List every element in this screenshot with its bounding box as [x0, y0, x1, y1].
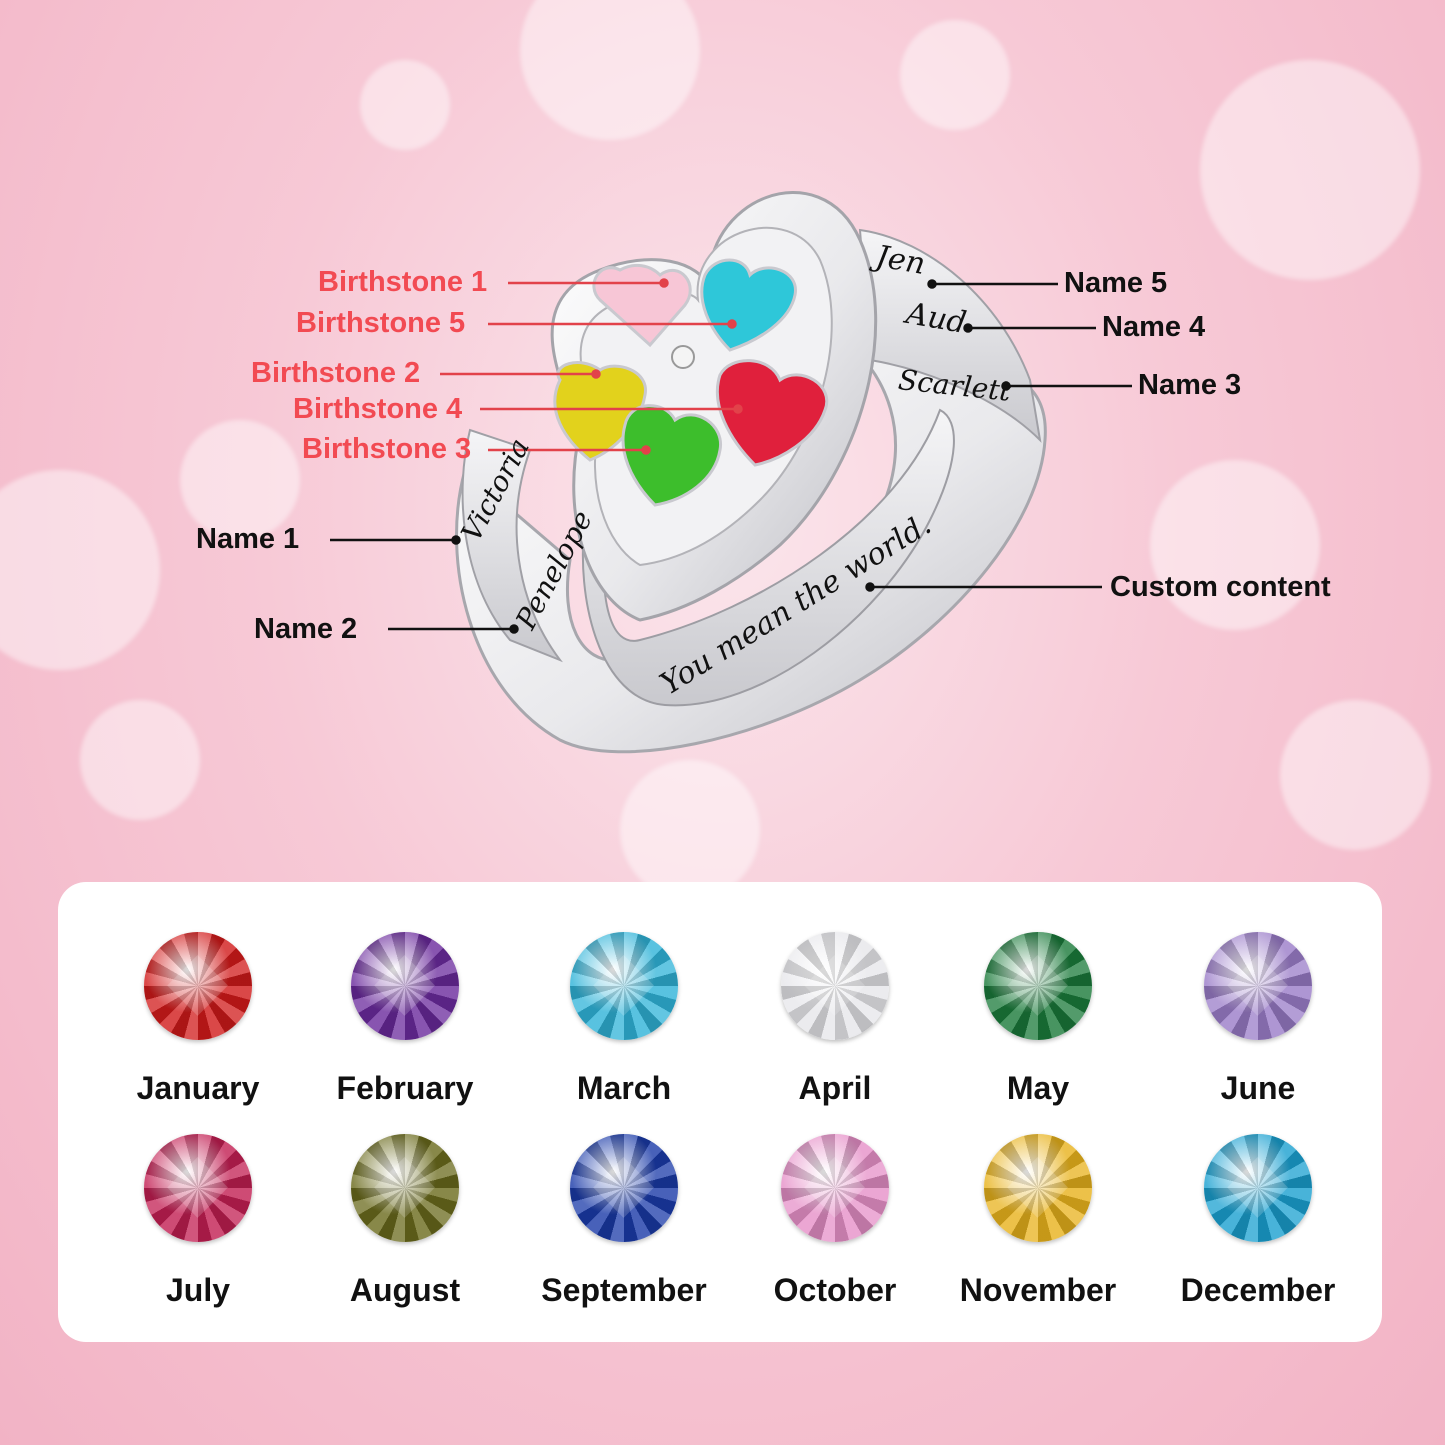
month-label: June	[1220, 1070, 1296, 1106]
center-stone	[671, 345, 695, 369]
month-february: February	[295, 932, 515, 1107]
month-june: June	[1148, 932, 1368, 1107]
birthstone-gem-icon	[351, 932, 459, 1040]
birthstone-gem-icon	[144, 1134, 252, 1242]
stone-3-heart	[621, 404, 722, 507]
engraving-name5: Jen	[873, 239, 928, 283]
month-label: July	[165, 1272, 231, 1308]
birthstone-1-label: Birthstone 1	[318, 266, 488, 298]
birthstone-callout-lines	[440, 278, 743, 455]
birthstone-gem-icon	[1204, 1134, 1312, 1242]
month-label: September	[541, 1272, 707, 1308]
custom-content-label: Custom content	[1110, 571, 1331, 603]
birthstone-3-label: Birthstone 3	[302, 433, 472, 465]
birthstone-gem-icon	[570, 932, 678, 1040]
name-2-label: Name 2	[254, 613, 358, 645]
month-august: August	[295, 1134, 515, 1309]
month-label: January	[136, 1070, 260, 1106]
birthstone-5-label: Birthstone 5	[296, 307, 466, 339]
name-3-label: Name 3	[1138, 369, 1242, 401]
birthstone-4-label: Birthstone 4	[293, 393, 463, 425]
month-january: January	[88, 932, 308, 1107]
month-july: July	[88, 1134, 308, 1309]
name-callout-lines	[330, 279, 1132, 634]
month-label: March	[576, 1070, 672, 1106]
name-4-label: Name 4	[1102, 311, 1206, 343]
month-label: April	[798, 1070, 872, 1106]
ring-band-left	[461, 428, 563, 663]
birthstone-gem-icon	[984, 932, 1092, 1040]
name-5-label: Name 5	[1064, 267, 1168, 299]
stone-5-heart	[700, 258, 797, 352]
month-label: February	[336, 1070, 474, 1106]
month-november: November	[928, 1134, 1148, 1309]
month-september: September	[514, 1134, 734, 1309]
ring-inner-band	[581, 408, 955, 707]
month-label: August	[349, 1272, 461, 1308]
ring-band-right	[858, 228, 1042, 443]
birthstone-gem-icon	[984, 1134, 1092, 1242]
stone-4-heart	[715, 359, 829, 467]
birthstone-gem-icon	[781, 1134, 889, 1242]
month-october: October	[725, 1134, 945, 1309]
birthstone-gem-icon	[1204, 932, 1312, 1040]
month-march: March	[514, 932, 734, 1107]
birthstone-gem-icon	[781, 932, 889, 1040]
birthstone-2-label: Birthstone 2	[251, 357, 421, 389]
month-label: May	[1006, 1070, 1070, 1106]
ring-illustration	[330, 191, 1132, 754]
birthstone-gem-icon	[570, 1134, 678, 1242]
month-may: May	[928, 932, 1148, 1107]
month-label: November	[959, 1272, 1117, 1308]
month-label: December	[1180, 1272, 1336, 1308]
birthstone-gem-icon	[144, 932, 252, 1040]
month-december: December	[1148, 1134, 1368, 1309]
name-1-label: Name 1	[196, 523, 300, 555]
month-label: October	[773, 1272, 897, 1308]
birthstone-gem-icon	[351, 1134, 459, 1242]
month-april: April	[725, 932, 945, 1107]
